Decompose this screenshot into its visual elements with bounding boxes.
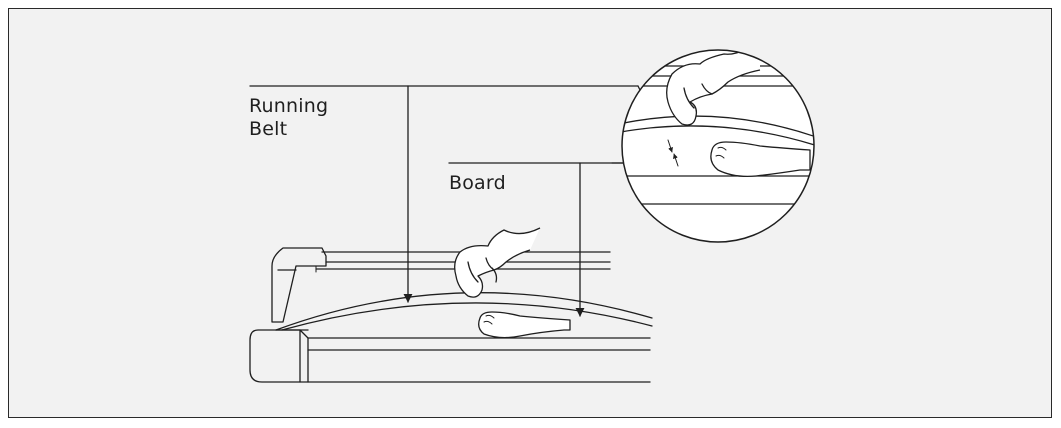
board-label: Board xyxy=(449,172,506,194)
hand-icon xyxy=(454,227,541,298)
treadmill xyxy=(249,247,653,383)
motor-cover xyxy=(249,329,309,383)
running-belt-curve xyxy=(275,292,653,331)
detail-magnifier xyxy=(621,49,815,243)
running-belt-curve-inner xyxy=(281,302,653,331)
running-belt-label-line2: Belt xyxy=(249,118,288,140)
treadmill-upright xyxy=(271,247,327,323)
foot-icon xyxy=(478,311,571,339)
running-belt-label-line1: Running xyxy=(249,95,329,117)
